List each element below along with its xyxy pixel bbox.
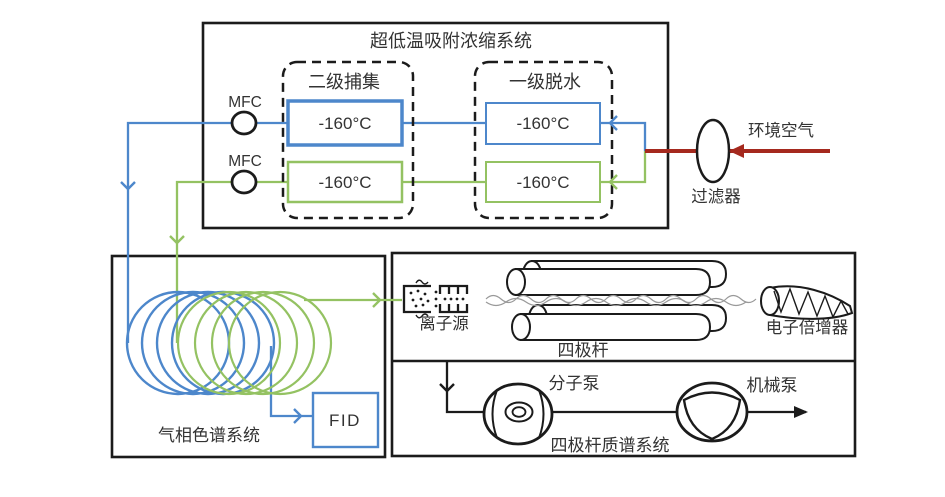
- ion-source-icon: [402, 279, 469, 319]
- green-left-arrow-icon: [608, 174, 618, 190]
- gc-system-label: 气相色谱系统: [158, 426, 260, 445]
- ambient-air-label: 环境空气: [748, 121, 814, 140]
- concentrator-title: 超低温吸附浓缩系统: [370, 31, 532, 51]
- green-down-arrow-icon: [169, 235, 185, 245]
- mechanical-pump-icon: [675, 381, 749, 443]
- green-right-arrow-icon: [372, 292, 382, 308]
- quadrupole-rods-icon: [506, 260, 728, 341]
- green-flow-line: [175, 151, 647, 343]
- green-coil-icon: [176, 290, 333, 396]
- mechanical-pump-label: 机械泵: [747, 376, 798, 395]
- temp-box-trap-blue: [286, 99, 404, 147]
- dehydration-dashed-box: [473, 60, 614, 220]
- temp-box-trap-green: [286, 160, 404, 204]
- temp-trap-blue: -160°C: [318, 114, 371, 133]
- labels: 超低温吸附浓缩系统 二级捕集 一级脱水 -160°C -160°C -160°C…: [158, 31, 849, 455]
- ms-system-label: 四极杆质谱系统: [551, 436, 670, 455]
- blue-fid-line: [269, 346, 313, 418]
- trap-label: 二级捕集: [308, 72, 380, 92]
- mfc-bottom-label: MFC: [228, 153, 262, 170]
- temp-box-dehydration-blue: [485, 102, 601, 145]
- black-down-arrow-icon: [439, 383, 455, 393]
- blue-coil-icon: [125, 290, 276, 396]
- electron-multiplier-icon: [760, 285, 854, 320]
- rod-top-front: [506, 268, 712, 296]
- blue-down-arrow-icon: [120, 181, 136, 191]
- quadrupole-label: 四极杆: [558, 341, 609, 360]
- blue-left-arrow-icon: [608, 115, 618, 131]
- temp-dehydration-blue: -160°C: [516, 114, 569, 133]
- pump-inlet-line: [445, 361, 484, 414]
- molecular-pump-icon: [482, 382, 554, 446]
- black-right-arrow-icon: [794, 406, 808, 418]
- gc-column-coils-icon: [125, 290, 333, 396]
- multiplier-label: 电子倍增器: [766, 318, 849, 337]
- ion-source-label: 离子源: [419, 314, 469, 333]
- flow-arrowheads: [120, 115, 808, 424]
- blue-right-arrow-icon: [293, 408, 303, 424]
- fid-box: [311, 391, 380, 449]
- ion-dots: [409, 289, 465, 308]
- rod-bottom-front: [511, 313, 712, 341]
- dehydration-label: 一级脱水: [509, 72, 581, 92]
- molecular-pump-label: 分子泵: [549, 374, 600, 393]
- temp-boxes: [286, 99, 601, 204]
- fid-label: FID: [329, 411, 361, 430]
- mfc-top-label: MFC: [228, 94, 262, 111]
- ion-path-waves-icon: [485, 294, 757, 307]
- filter-label: 过滤器: [691, 187, 741, 206]
- mfc-valve-top-icon: [230, 110, 258, 136]
- temp-box-dehydration-green: [485, 161, 601, 203]
- temp-trap-green: -160°C: [318, 173, 371, 192]
- trap-dashed-box: [281, 60, 415, 220]
- mfc-valve-bottom-icon: [230, 169, 258, 195]
- filter-icon: [695, 118, 731, 184]
- red-left-arrow-icon: [729, 144, 744, 158]
- temp-dehydration-green: -160°C: [516, 173, 569, 192]
